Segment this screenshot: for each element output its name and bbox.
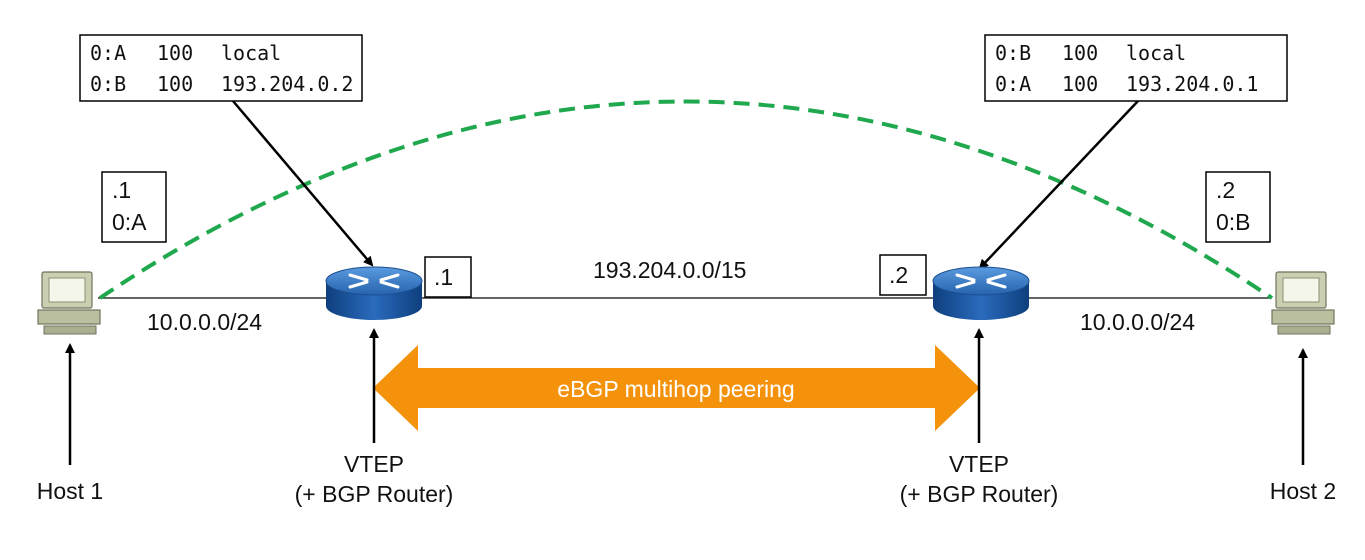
router-icon — [325, 266, 423, 320]
mac-table-right: 0:B 100 local 0:A 100 193.204.0.1 — [984, 34, 1288, 102]
mac-table-right-row-1-mac: 0:B — [995, 41, 1031, 65]
vtep1-label: VTEP — [344, 451, 404, 477]
vtep2-interface-box: .2 — [879, 254, 927, 296]
desktop-computer-icon — [37, 271, 101, 335]
host2-address-box: .2 0:B — [1205, 171, 1271, 243]
mac-table-right-row-2-next: 193.204.0.1 — [1126, 72, 1258, 96]
mac-table-left-row-1-mac: 0:A — [90, 41, 126, 65]
host1-ip: .1 — [112, 177, 131, 203]
ebgp-peering-label: eBGP multihop peering — [557, 376, 794, 402]
vtep1-interface-box: .1 — [424, 256, 472, 298]
vtep1-interface-addr: .1 — [434, 264, 453, 290]
arrow-table-right-to-vtep2 — [978, 100, 1139, 270]
host1-mac: 0:A — [112, 209, 147, 235]
vtep2-sublabel: (+ BGP Router) — [900, 481, 1059, 507]
mac-table-left-row-2-mac: 0:B — [90, 72, 126, 96]
host1-address-box: .1 0:A — [101, 171, 167, 243]
host2-label: Host 2 — [1270, 478, 1336, 504]
mac-table-right-row-1-next: local — [1126, 41, 1186, 65]
mac-table-left: 0:A 100 local 0:B 100 193.204.0.2 — [79, 34, 363, 102]
network-left-label: 10.0.0.0/24 — [147, 309, 262, 335]
vtep1-sublabel: (+ BGP Router) — [295, 481, 454, 507]
vtep2-interface-addr: .2 — [889, 262, 908, 288]
router-icon — [932, 266, 1030, 320]
host1-label: Host 1 — [37, 478, 103, 504]
arrow-table-left-to-vtep1 — [232, 100, 374, 267]
mac-table-left-row-1-value: 100 — [157, 41, 193, 65]
vtep2-label: VTEP — [949, 451, 1009, 477]
desktop-computer-icon — [1271, 271, 1335, 335]
ebgp-peering-arrow: eBGP multihop peering — [373, 345, 980, 431]
network-right-label: 10.0.0.0/24 — [1080, 309, 1195, 335]
network-center-label: 193.204.0.0/15 — [593, 257, 746, 283]
mac-table-right-row-2-mac: 0:A — [995, 72, 1031, 96]
mac-table-left-row-1-next: local — [221, 41, 281, 65]
mac-table-left-row-2-value: 100 — [157, 72, 193, 96]
mac-table-right-row-1-value: 100 — [1062, 41, 1098, 65]
host2-mac: 0:B — [1216, 209, 1251, 235]
mac-table-right-row-2-value: 100 — [1062, 72, 1098, 96]
host2-ip: .2 — [1216, 177, 1235, 203]
mac-table-left-row-2-next: 193.204.0.2 — [221, 72, 353, 96]
vxlan-tunnel-arc — [98, 99, 1274, 300]
